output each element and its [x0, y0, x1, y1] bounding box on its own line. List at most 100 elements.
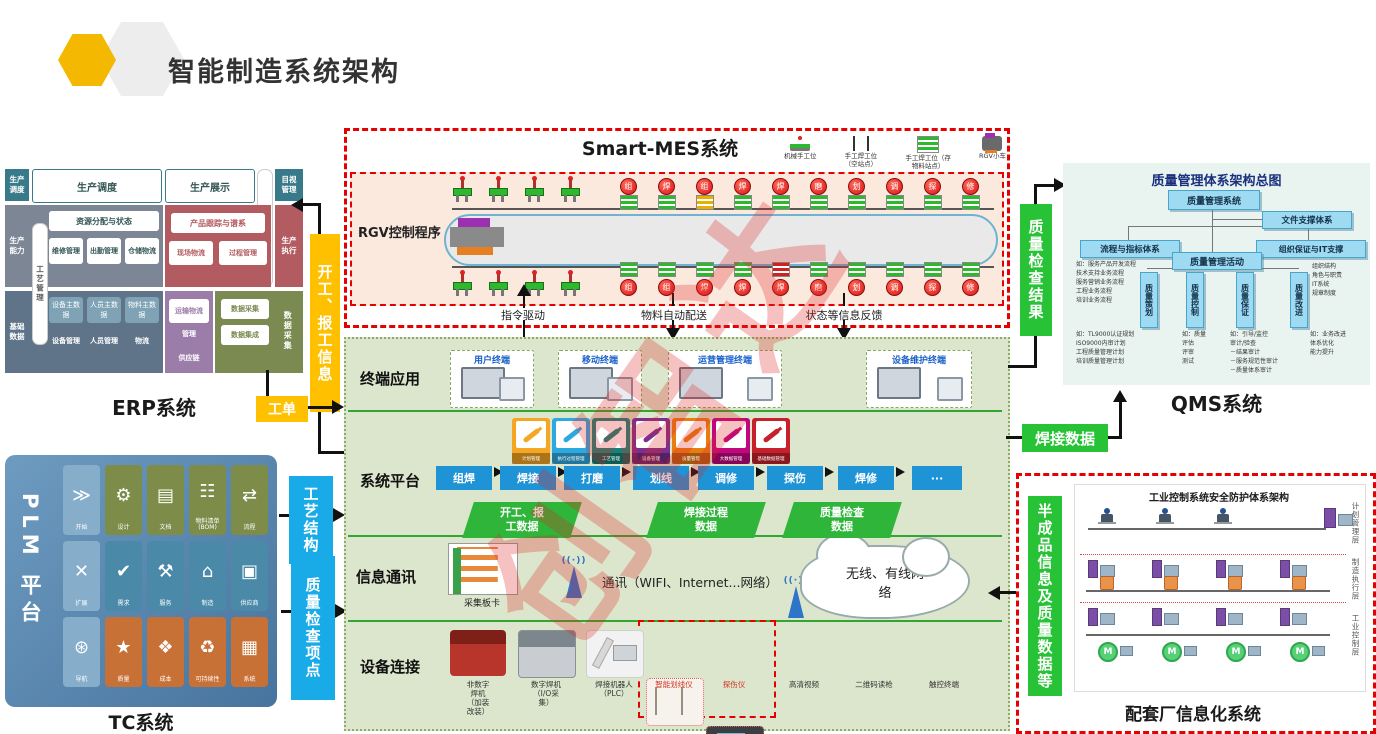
erp-label-capacity: 生产 能力: [9, 236, 25, 255]
tools-icon: ⚒: [157, 560, 174, 582]
workstation-icon: [1228, 613, 1243, 625]
mes-legend: 机械手工位手工焊工位 （空站点）手工焊工位（存 物料站点）RGV小车: [784, 133, 1006, 178]
terminal-tile: 运营管理终端: [668, 350, 782, 408]
quality-result-box: 质量检查结果: [1020, 204, 1052, 336]
layer-label-control: 工业控制层: [1351, 614, 1360, 657]
qms-caption: QMS系统: [1170, 392, 1263, 416]
plm-side-label: PLM 平台: [18, 493, 42, 628]
monitor-icon: [1120, 646, 1133, 656]
pallet-icon: [810, 262, 828, 277]
flow-step: 组焊: [436, 466, 492, 490]
erp-box: 现场物流: [169, 241, 213, 265]
torch-icon: [762, 427, 781, 444]
erp-block-datacollect: 数据采集 数据集成 数据采集: [215, 291, 303, 373]
server-icon: [1324, 508, 1336, 528]
erp-block-logistics: 运输物流 管理 供应链: [165, 291, 213, 373]
flow-step: 焊接: [500, 466, 556, 490]
flow-arrow-icon: [622, 467, 631, 477]
torch-icon: [642, 427, 661, 444]
torch-frame: [676, 421, 706, 448]
network-cloud: 无线、有线网 络: [800, 533, 970, 619]
erp-label-production-scheduling: 生产 调度: [5, 169, 29, 201]
plm-tile: ⚒服务: [147, 541, 184, 611]
bus-line: [1086, 590, 1330, 592]
robot-part: [573, 289, 576, 296]
erp-diagram: 生产 调度 生产调度 生产展示 品质管理 目视 管理 生产 能力 资源分配与状态…: [5, 163, 303, 391]
device-label: 二维码读枪: [855, 680, 893, 689]
platform-module-caption: 质量管理: [672, 453, 710, 464]
server-icon: [1088, 608, 1098, 626]
firewall-icon: [1100, 576, 1114, 590]
erp-label-execution: 生产 执行: [275, 205, 303, 287]
erp-label-visual-mgmt: 目视 管理: [275, 169, 303, 201]
platform-module-caption: 基础数据管理: [752, 453, 790, 464]
pallet-icon: [924, 262, 942, 277]
connector-line: [1008, 365, 1037, 368]
station-indicator: 焊: [772, 279, 789, 296]
antenna-waves: ((·)): [561, 556, 587, 566]
plm-diagram: PLM 平台 ≫开始⚙设计▤文档☷物料清单 (BOM)⇄流程✕扩展✔需求⚒服务⌂…: [5, 455, 277, 707]
erp-box: 运输物流: [169, 299, 209, 323]
plm-tile-label: 流程: [243, 524, 256, 532]
cards-icon: ❖: [157, 636, 174, 658]
qms-note-planning: 如：TL9000认证规划 ISO9000内审计划 工程质量管理计划 培训质量管理…: [1076, 331, 1135, 365]
connector-line: [1034, 336, 1037, 368]
pallet-icon: [620, 195, 638, 210]
qms-box-doc: 文件支撑体系: [1262, 211, 1352, 229]
plm-grid: ≫开始⚙设计▤文档☷物料清单 (BOM)⇄流程✕扩展✔需求⚒服务⌂制造▣供应商⊛…: [63, 465, 273, 701]
connector-line: [308, 406, 334, 409]
connector-line: [318, 412, 321, 454]
torch-frame: [516, 421, 546, 448]
connector-line: [266, 370, 269, 396]
layer-separator: [1080, 554, 1346, 555]
rgv-cart-top: [458, 218, 490, 228]
erp-box: 人员主数据: [87, 297, 121, 323]
plm-tile-label: 可持续性: [195, 676, 220, 684]
erp-sublabel: 人员管理: [90, 337, 118, 346]
pallet-icon: [620, 262, 638, 277]
monitor-icon: [1248, 646, 1261, 656]
robot-part: [461, 274, 464, 283]
plm-tile: ⊛导航: [63, 617, 100, 687]
qms-pillar-assurance: 质量保证: [1236, 272, 1254, 328]
monitor-icon: [569, 367, 613, 399]
desk-line: [1214, 522, 1232, 524]
signal-line: [672, 293, 674, 306]
robot-part: [569, 274, 572, 283]
station-indicator: 组: [620, 178, 637, 195]
monitor-icon: [1312, 646, 1325, 656]
layer-label-planning: 计划管理层: [1351, 502, 1360, 545]
erp-block-basedata: 基础 数据 设备主数据 人员主数据 物料主数据 设备管理 人员管理 物流: [5, 291, 163, 373]
platform-module-caption: 执行过程管理: [552, 453, 590, 464]
layer-separator: [1080, 602, 1346, 603]
signal-line: [843, 320, 845, 330]
plm-tile-label: 导航: [75, 676, 88, 684]
plm-tile: ✕扩展: [63, 541, 100, 611]
arrow-work-order: [332, 400, 344, 414]
torch-icon: [722, 427, 741, 444]
work-order-box: 工单: [256, 396, 308, 422]
person-icon: [1098, 508, 1116, 528]
data-tag-label: 焊接过程 数据: [684, 506, 728, 533]
station-indicator: 修: [962, 279, 979, 296]
qms-note-left: 如：服务产品开发流程 技术支持业务流程 服务营销业务流程 工程业务流程 培训业务…: [1076, 261, 1137, 304]
station-indicator: 焊: [734, 279, 751, 296]
data-tag-label: 质量检查 数据: [820, 506, 864, 533]
pallet-icon: [848, 195, 866, 210]
robot-station-icon: [790, 136, 811, 151]
erp-label-datacollect: 数据采集: [283, 311, 293, 351]
station-indicator: 探: [924, 279, 941, 296]
row-label-device: 设备连接: [360, 658, 421, 676]
pallet-icon: [734, 262, 752, 277]
qms-title: 质量管理体系架构总图: [1151, 174, 1282, 189]
device-label: 焊接机器人 （PLC）: [595, 680, 633, 698]
tc-caption: TC系统: [108, 712, 174, 734]
device-icon-1: [450, 630, 506, 676]
person-head: [1104, 508, 1110, 514]
monitor-icon: [461, 367, 505, 399]
connector-line: [318, 451, 346, 454]
flow-arrow-icon: [691, 467, 700, 477]
terminal-tile: 用户终端: [450, 350, 534, 408]
signal-line: [843, 293, 845, 306]
